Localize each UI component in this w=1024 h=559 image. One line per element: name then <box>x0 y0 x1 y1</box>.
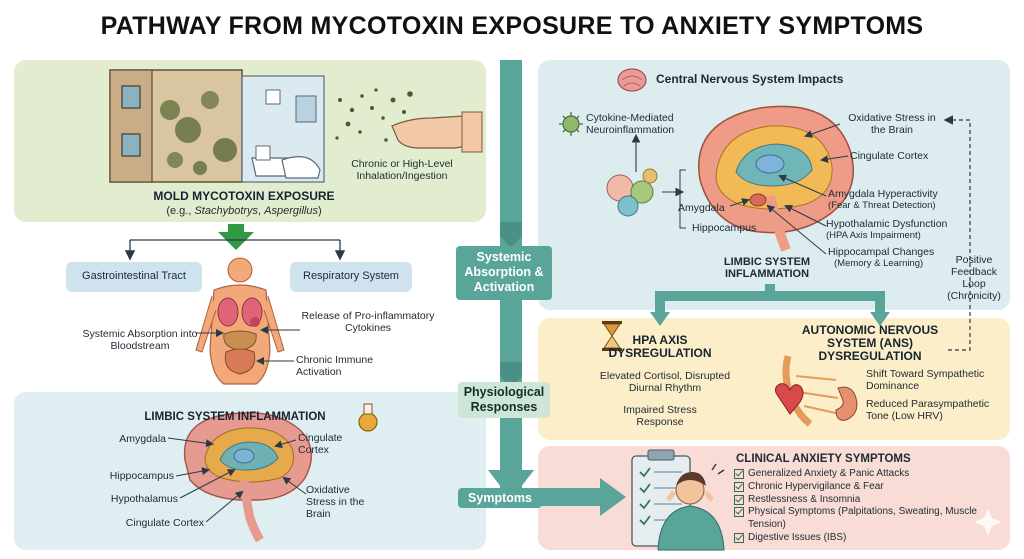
limbic-hypothalamus-label: Hypothalamus <box>110 493 178 505</box>
hpa-cortisol-label: Elevated Cortisol, Disrupted Diurnal Rhy… <box>599 370 731 394</box>
limbic-oxidative-label: Oxidative Stress in the Brain <box>306 484 365 520</box>
cns-cingulate-label: Cingulate Cortex <box>850 150 929 162</box>
flask-icon <box>358 403 378 432</box>
cns-cytokine-label: Cytokine-Mediated Neuroinflammation <box>586 112 675 136</box>
hpa-stress-label: Impaired Stress Response <box>623 404 697 428</box>
cns-hypothalamic-sub: (HPA Axis Impairment) <box>826 230 921 241</box>
human-body-illustration <box>195 257 285 385</box>
limbic-cingulate-bottom-label: Cingulate Cortex <box>125 517 204 529</box>
exposure-arrow <box>218 224 254 250</box>
checkbox-icon <box>734 469 744 479</box>
cns-hypothalamic-label: Hypothalamic Dysfunction <box>826 218 948 230</box>
moldy-house-illustration <box>109 69 325 183</box>
immune-activation-label: Chronic Immune Activation <box>296 354 374 378</box>
brain-icon <box>617 68 647 92</box>
cns-brain-illustration <box>698 105 854 252</box>
absorption-label: Systemic Absorption into Bloodstream <box>82 328 198 352</box>
split-arrows <box>650 284 890 326</box>
cns-oxidative-label: Oxidative Stress in the Brain <box>848 112 936 136</box>
clinical-heading: CLINICAL ANXIETY SYMPTOMS <box>736 453 911 465</box>
limbic-cingulate-right-label: Cingulate Cortex <box>298 432 343 456</box>
checkbox-icon <box>734 481 744 492</box>
clinical-symptom-list: Generalized Anxiety & Panic Attacks Chro… <box>734 468 984 545</box>
list-item: Digestive Issues (IBS) <box>734 532 984 545</box>
cns-hippocampal-sub: (Memory & Learning) <box>834 258 924 269</box>
hpa-ans-panel <box>538 318 1010 440</box>
list-item: Generalized Anxiety & Panic Attacks <box>734 468 984 481</box>
limbic-hippocampus-label: Hippocampus <box>109 470 174 482</box>
cns-amygdala-hyper-label: Amygdala Hyperactivity <box>828 188 938 200</box>
exposure-examples: (e.g., Stachybotrys, Aspergillus) <box>166 205 322 217</box>
exposure-heading: MOLD MYCOTOXIN EXPOSURE <box>153 189 335 203</box>
cns-hippocampus-label: Hippocampus <box>692 222 757 234</box>
sparkle-icon <box>974 508 1002 536</box>
list-item: Physical Symptoms (Palpitations, Sweatin… <box>734 506 984 532</box>
feedback-loop-label: Positive Feedback Loop (Chronicity) <box>947 254 1001 302</box>
list-item: Chronic Hypervigilance & Fear <box>734 481 984 494</box>
gi-tract-box: Gastrointestinal Tract <box>66 262 202 292</box>
cns-heading: Central Nervous System Impacts <box>656 72 844 86</box>
hpa-heading: HPA AXIS DYSREGULATION <box>608 333 712 360</box>
limbic-left-heading: LIMBIC SYSTEM INFLAMMATION <box>144 411 326 423</box>
checkbox-icon <box>734 507 744 518</box>
cns-limbic-label: LIMBIC SYSTEM INFLAMMATION <box>723 256 811 280</box>
anxious-person-illustration <box>657 463 725 551</box>
list-item: Restlessness & Insomnia <box>734 494 984 507</box>
hourglass-icon <box>602 321 622 351</box>
ans-nervous-illustration <box>774 355 858 427</box>
cns-hippocampal-label: Hippocampal Changes <box>828 246 935 258</box>
ans-reduced-label: Reduced Parasympathetic Tone (Low HRV) <box>866 398 990 422</box>
respiratory-box: Respiratory System <box>290 262 412 292</box>
page-title: PATHWAY FROM MYCOTOXIN EXPOSURE TO ANXIE… <box>100 12 924 40</box>
limbic-amygdala-label: Amygdala <box>119 433 166 445</box>
ans-shift-label: Shift Toward Sympathetic Dominance <box>866 368 985 392</box>
cytokine-release-label: Release of Pro-inflammatory Cytokines <box>301 310 435 334</box>
checkbox-icon <box>734 494 744 505</box>
hand-illustration <box>391 111 483 153</box>
exposure-route: Chronic or High-Level Inhalation/Ingesti… <box>351 158 453 182</box>
cns-amygdala-label: Amygdala <box>678 202 725 214</box>
immune-cells-illustration <box>606 168 658 217</box>
ans-heading: AUTONOMIC NERVOUS SYSTEM (ANS) DYSREGULA… <box>801 323 939 363</box>
limbic-brain-left <box>183 412 313 543</box>
checkbox-icon <box>734 532 744 543</box>
stage-physiological-label: Physiological Responses <box>458 382 550 418</box>
cns-amygdala-hyper-sub: (Fear & Threat Detection) <box>828 200 936 211</box>
stage-symptoms-label: Symptoms <box>458 488 542 508</box>
virus-icon <box>559 112 583 136</box>
stage-absorption-label: Systemic Absorption & Activation <box>456 246 552 300</box>
